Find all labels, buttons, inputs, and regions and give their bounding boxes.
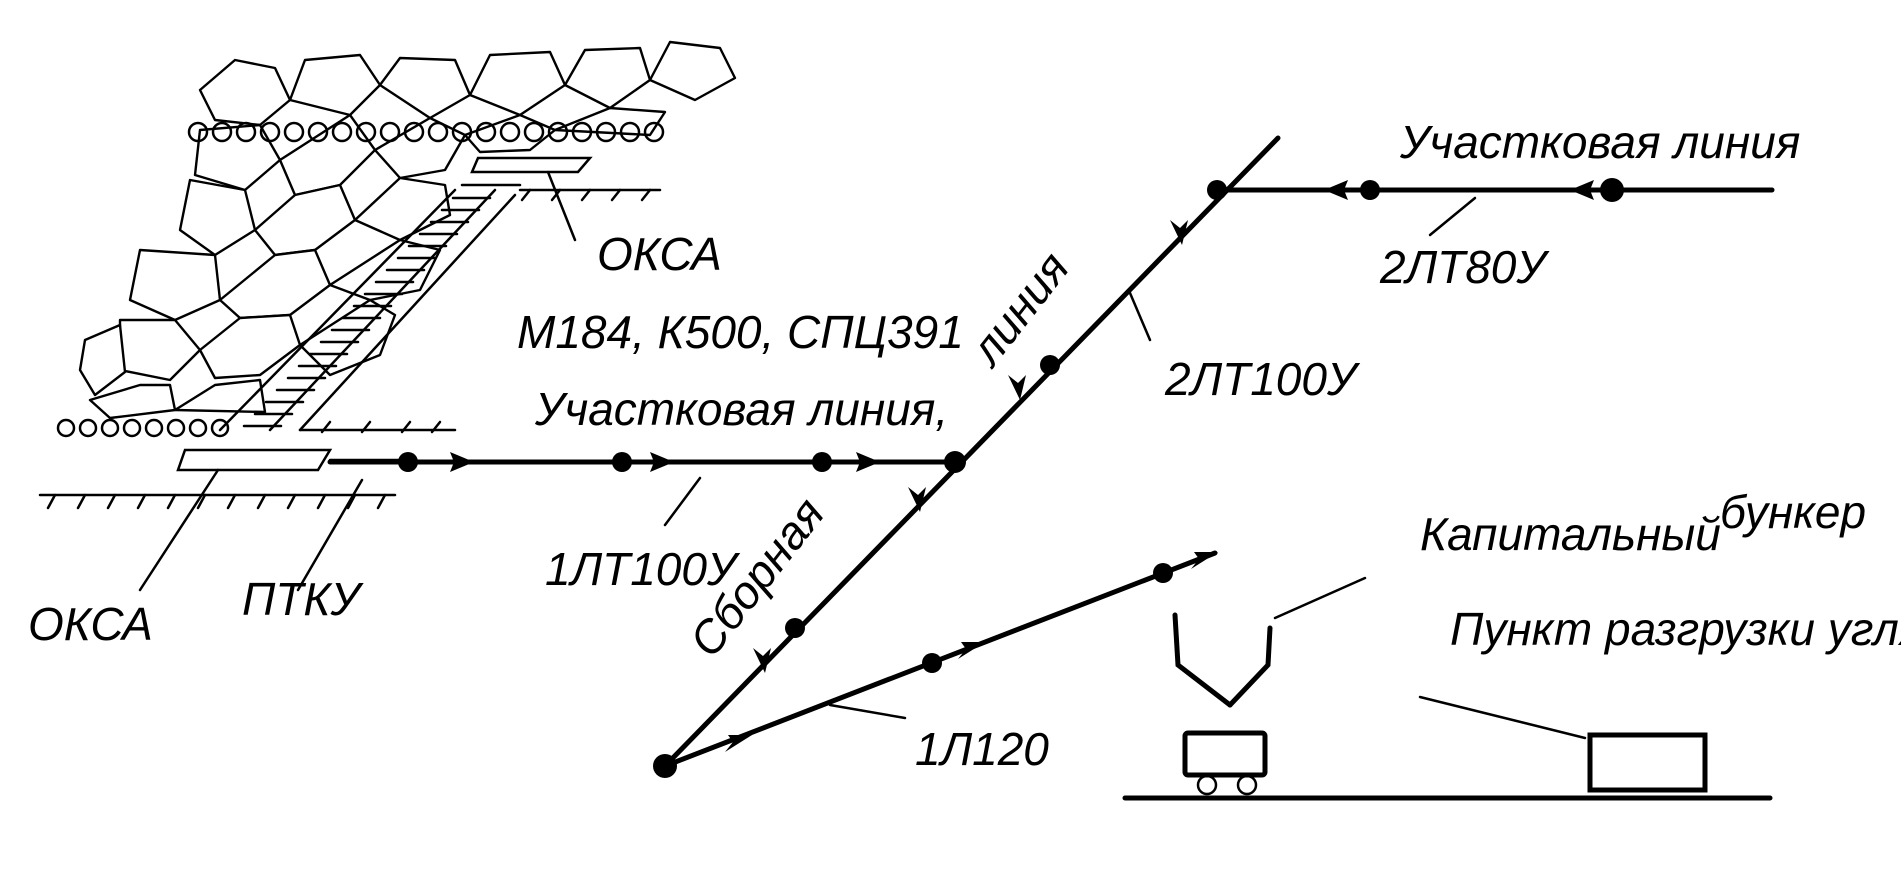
label-1lt100u: 1ЛТ100У bbox=[545, 543, 741, 595]
section-conveyor-right bbox=[1214, 178, 1775, 237]
label-1l120: 1Л120 bbox=[915, 723, 1049, 775]
label-ptku: ПТКУ bbox=[242, 573, 365, 625]
capital-bunker bbox=[1172, 576, 1367, 708]
roof-supports-bottom bbox=[56, 418, 230, 438]
label-capital-word-2: бункер bbox=[1720, 486, 1866, 538]
section-conveyor-left bbox=[327, 452, 958, 527]
rock-mass bbox=[78, 40, 737, 420]
roof-supports-top bbox=[187, 121, 665, 143]
collection-line bbox=[653, 135, 1281, 778]
oksa-bottom-unit bbox=[138, 448, 333, 592]
label-2lt80u: 2ЛТ80У bbox=[1379, 241, 1550, 293]
mine-car bbox=[1182, 730, 1268, 796]
label-section-line-left: Участковая линия, bbox=[534, 383, 948, 435]
label-collection-word-2: линия bbox=[958, 242, 1079, 376]
ptku-unit bbox=[296, 458, 402, 592]
label-2lt100u: 2ЛТ100У bbox=[1164, 353, 1361, 405]
label-capital-word-1: Капитальный bbox=[1420, 508, 1721, 560]
longwall-face bbox=[218, 183, 662, 434]
main-conveyor bbox=[662, 550, 1218, 769]
label-unloading-point: Пункт разгрузки угля bbox=[1450, 603, 1901, 655]
label-oksa-top: ОКСА bbox=[597, 228, 722, 280]
label-oksa-bottom: ОКСА bbox=[28, 598, 153, 650]
oksa-top-unit bbox=[470, 156, 593, 242]
bottom-drift-floor bbox=[38, 493, 397, 510]
label-section-line-right: Участковая линия bbox=[1399, 116, 1800, 168]
unloading-point bbox=[1418, 695, 1708, 793]
label-equipment: М184, К500, СПЦ391 bbox=[517, 306, 964, 358]
